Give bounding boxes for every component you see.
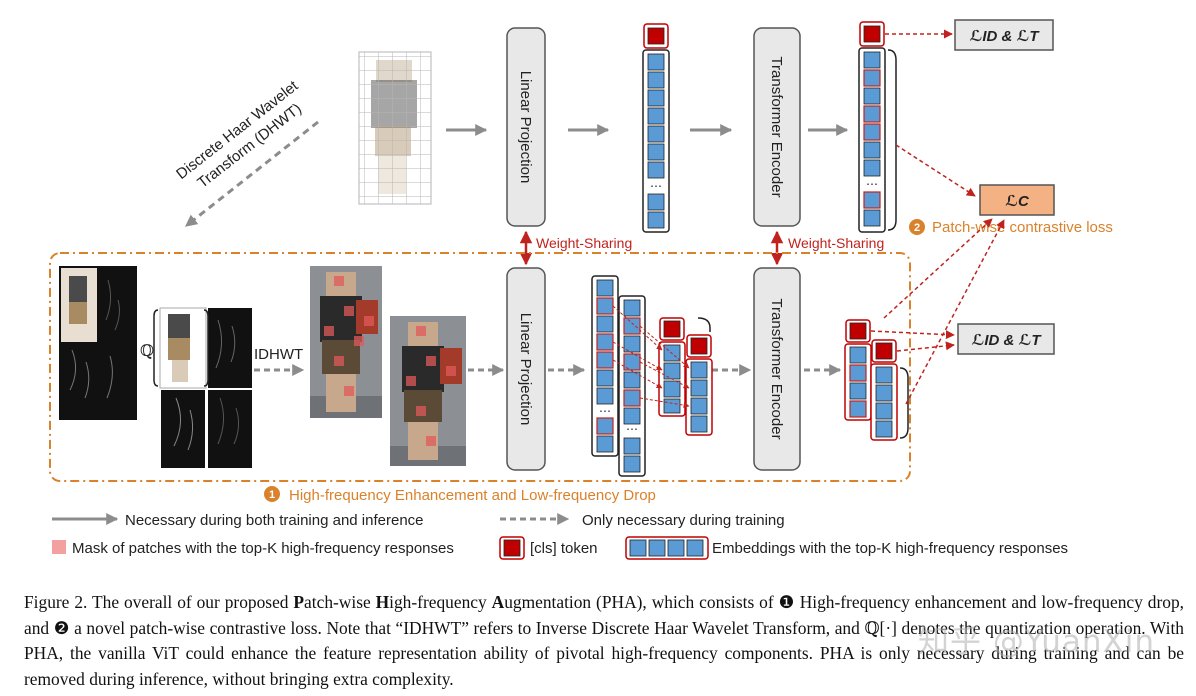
- svg-text:Only necessary during training: Only necessary during training: [582, 512, 785, 529]
- loss-id-t-bottom: ℒID & ℒT: [957, 323, 1055, 355]
- caption-bold-h: H: [375, 592, 390, 612]
- weight-sharing-linear: Weight-Sharing: [519, 230, 632, 266]
- svg-text:Necessary during both training: Necessary during both training and infer…: [125, 512, 424, 529]
- caption-text-3: igh-frequency: [389, 592, 492, 612]
- svg-text:ℒC: ℒC: [1005, 193, 1030, 210]
- svg-text:ℒID & ℒT: ℒID & ℒT: [971, 332, 1042, 349]
- arrow-cls-to-loss-bottom-2: [896, 341, 955, 352]
- arrow-cls-to-loss-bottom-1: [870, 330, 955, 340]
- dhwt-arrow: [185, 120, 319, 228]
- svg-text:⋯: ⋯: [866, 177, 878, 191]
- svg-text:⋯: ⋯: [626, 422, 638, 436]
- caption-bold-a: A: [491, 592, 505, 612]
- svg-text:Transformer Encoder: Transformer Encoder: [768, 298, 785, 439]
- dhwt-label: Discrete Haar Wavelet Transform (DHWT): [173, 77, 305, 192]
- input-image-grid: [358, 51, 432, 205]
- svg-text:Linear Projection: Linear Projection: [517, 71, 534, 184]
- svg-text:1: 1: [269, 489, 275, 501]
- arrow-top-to-loss-c: [895, 144, 976, 197]
- step1-label: 1 High-frequency Enhancement and Low-fre…: [264, 486, 656, 504]
- loss-id-t-top: ℒID & ℒT: [954, 19, 1054, 51]
- legend: Necessary during both training and infer…: [52, 512, 1068, 560]
- figure-caption: Figure 2. The overall of our proposed Pa…: [24, 590, 1184, 692]
- output-column-top: ⋯: [858, 21, 897, 233]
- svg-text:Transformer Encoder: Transformer Encoder: [768, 56, 785, 197]
- enhanced-image-1: [310, 266, 382, 418]
- arrow-bottom-to-loss-c-2: [905, 219, 1005, 405]
- svg-text:High-frequency Enhancement and: High-frequency Enhancement and Low-frequ…: [289, 487, 656, 504]
- svg-text:Patch-wise contrastive loss: Patch-wise contrastive loss: [932, 219, 1113, 236]
- linear-projection-top: Linear Projection: [506, 27, 546, 227]
- svg-text:ℒID & ℒT: ℒID & ℒT: [969, 28, 1040, 45]
- enhanced-image-2: [390, 316, 466, 466]
- transformer-encoder-bottom: Transformer Encoder: [753, 267, 801, 471]
- quantization-symbol: ℚ: [140, 341, 154, 360]
- step2-label: 2 Patch-wise contrastive loss: [909, 219, 1113, 236]
- idhwt-label: IDHWT: [254, 346, 303, 363]
- transformer-encoder-top: Transformer Encoder: [753, 27, 801, 227]
- loss-c: ℒC: [979, 184, 1055, 216]
- caption-text-4: ugmentation (PHA), which consists of ❶ H…: [24, 592, 1184, 689]
- linear-projection-bottom: Linear Projection: [506, 267, 546, 471]
- dhwt-subbands: [59, 266, 137, 420]
- svg-text:⋯: ⋯: [599, 404, 611, 418]
- svg-text:⋯: ⋯: [650, 179, 662, 193]
- hfe-frame: [49, 252, 911, 482]
- caption-text-2: atch-wise: [304, 592, 376, 612]
- svg-text:Mask of patches with the top-K: Mask of patches with the top-K high-freq…: [72, 540, 454, 557]
- output-columns-bottom: [844, 319, 909, 441]
- svg-text:Weight-Sharing: Weight-Sharing: [536, 235, 632, 251]
- arrow-bottom-to-loss-c-1: [883, 218, 993, 319]
- svg-text:Weight-Sharing: Weight-Sharing: [788, 235, 884, 251]
- embedding-column-top: ⋯: [642, 23, 670, 233]
- caption-text-1: Figure 2. The overall of our proposed: [24, 592, 294, 612]
- watermark: 知乎 @YuanXin: [918, 624, 1156, 660]
- caption-bold-p: P: [293, 592, 305, 612]
- embedding-columns-bottom: ⋯ ⋯: [591, 275, 713, 477]
- svg-text:Linear Projection: Linear Projection: [517, 313, 534, 426]
- pha-diagram: Discrete Haar Wavelet Transform (DHWT) L…: [49, 19, 1113, 560]
- quantized-subbands: [153, 307, 252, 468]
- svg-text:2: 2: [914, 222, 920, 234]
- svg-text:Embeddings with the top-K high: Embeddings with the top-K high-frequency…: [712, 540, 1068, 557]
- weight-sharing-transformer: Weight-Sharing: [770, 230, 884, 266]
- svg-text:[cls] token: [cls] token: [530, 540, 598, 557]
